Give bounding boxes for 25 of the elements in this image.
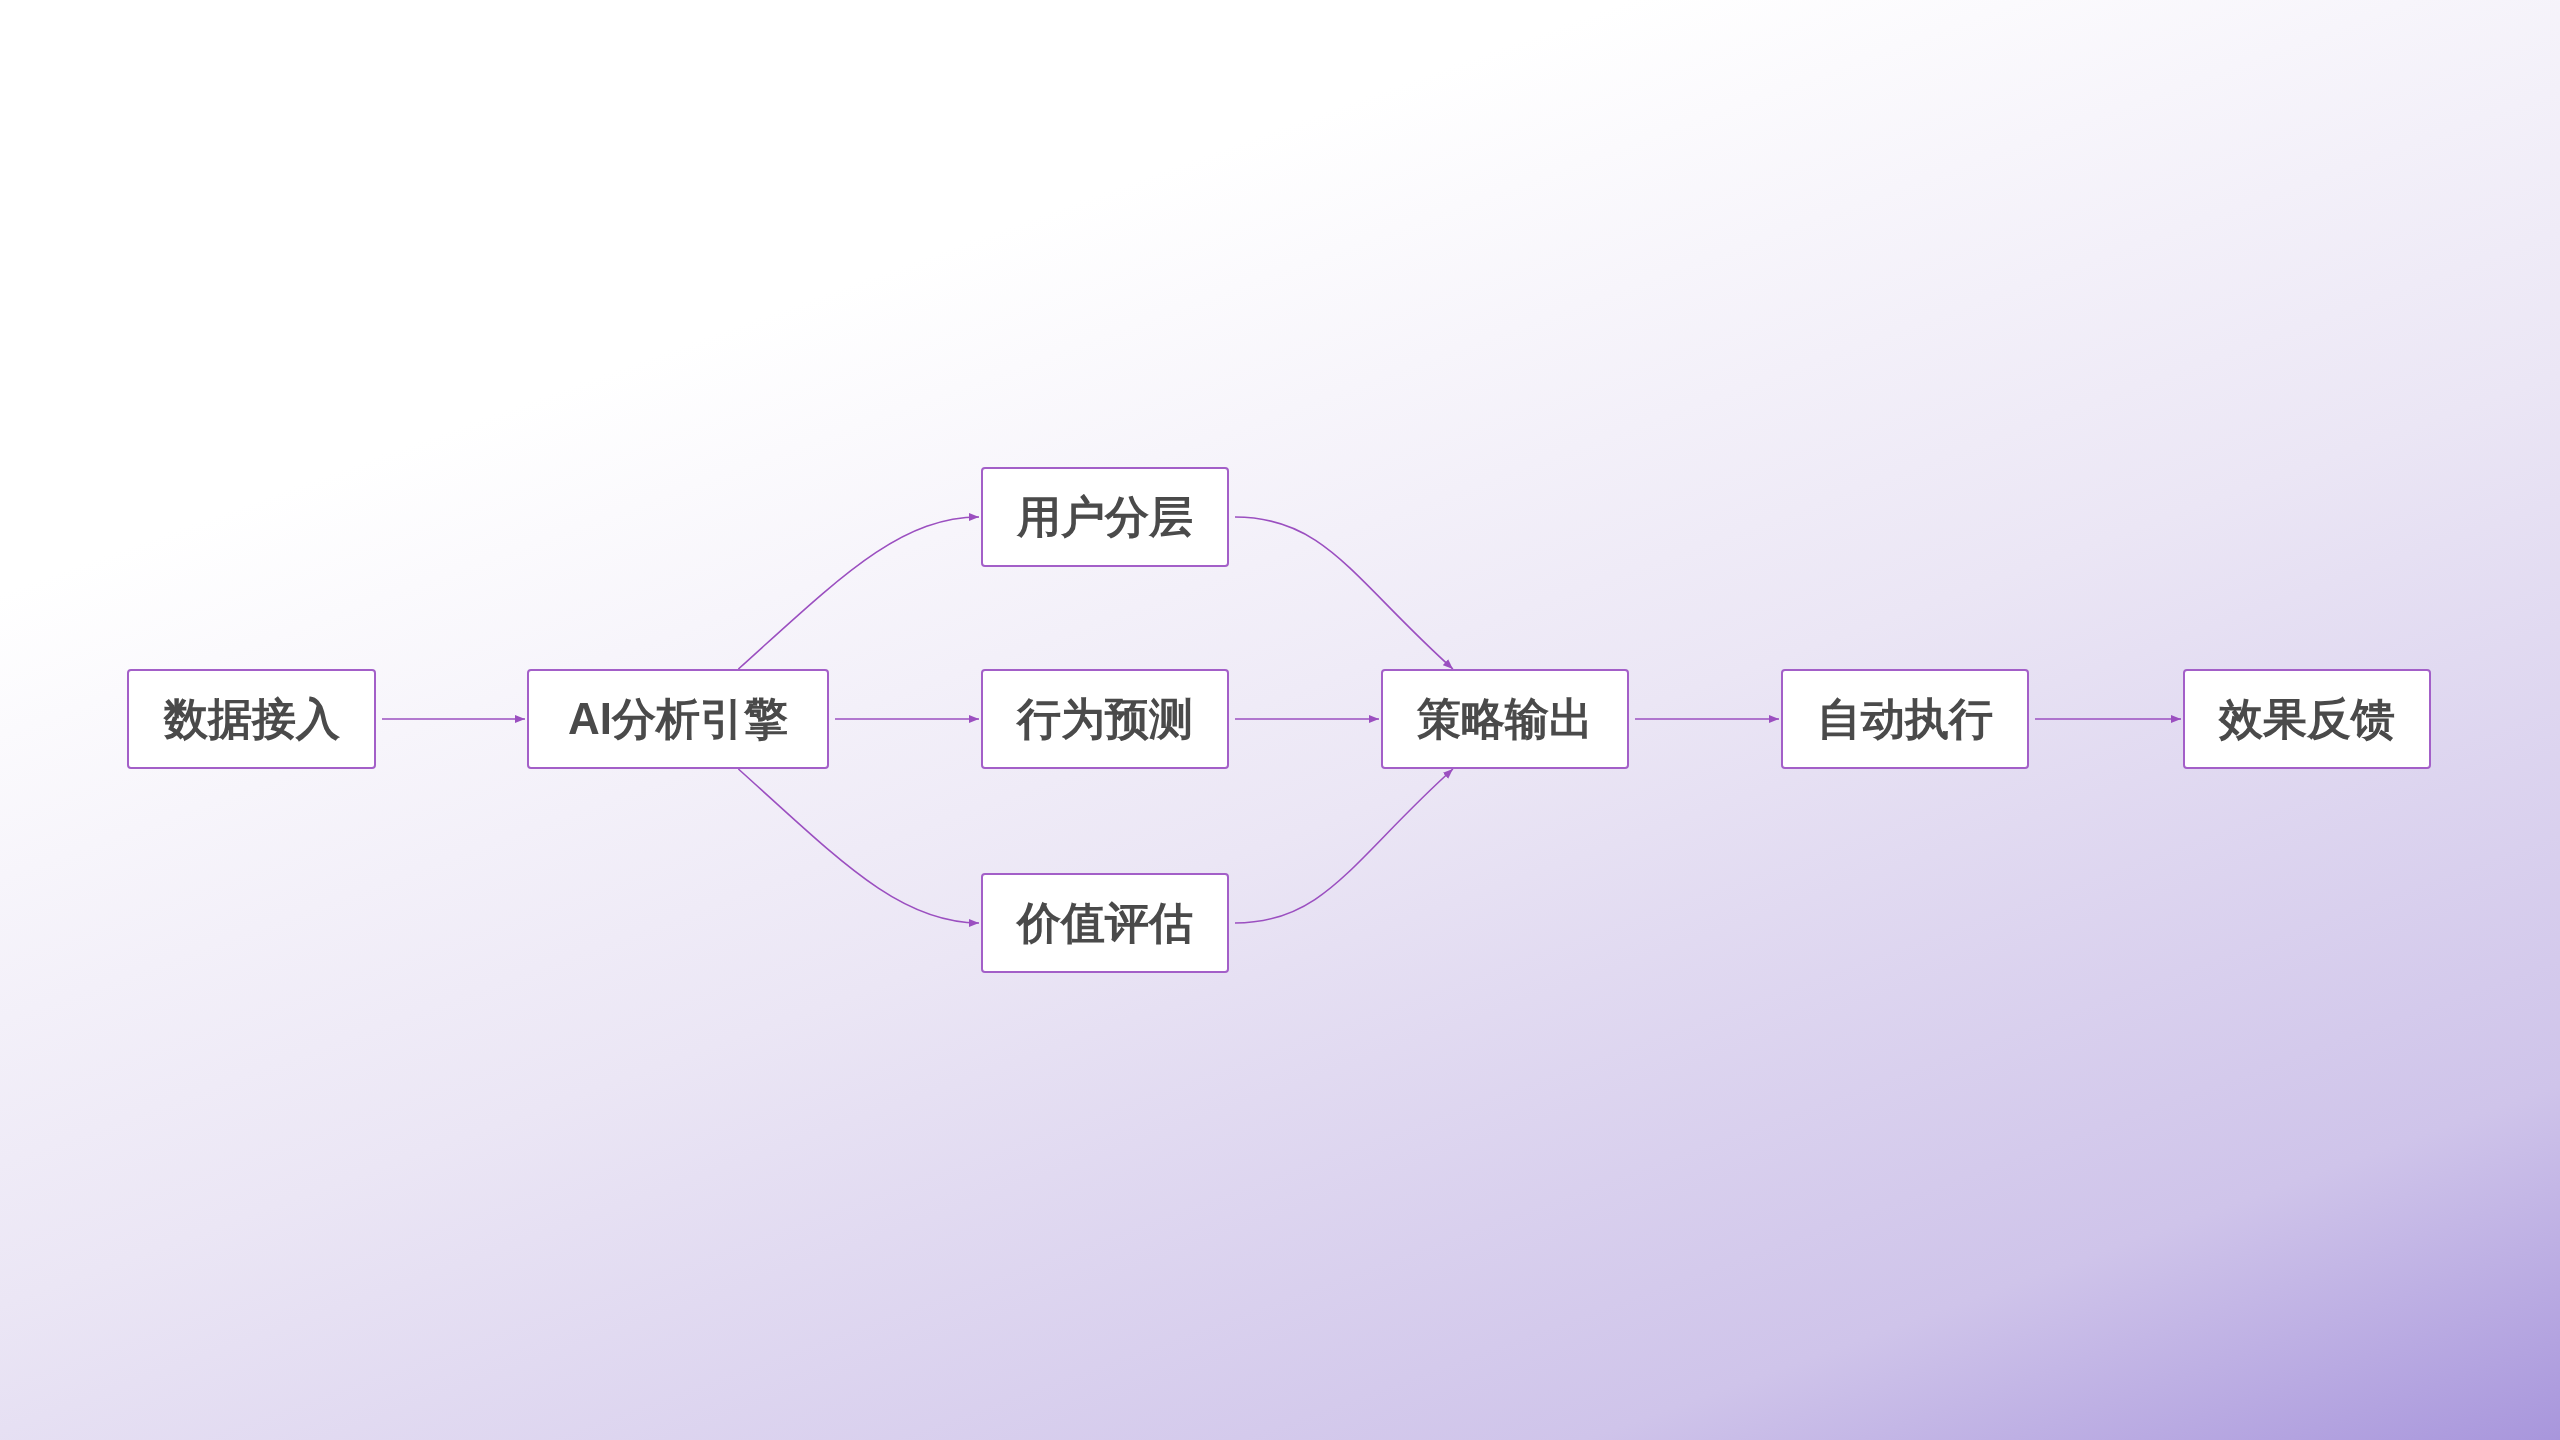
process-box — [1381, 669, 1629, 769]
arrow — [381, 715, 526, 723]
arrow — [2034, 715, 2182, 723]
box-label: 策略输出 — [1417, 693, 1593, 745]
arrow — [1234, 715, 1380, 723]
box-label: 效果反馈 — [2219, 693, 2395, 745]
box-label: 数据接入 — [163, 693, 340, 745]
arrow — [737, 513, 980, 670]
box-label: 行为预测 — [1017, 693, 1193, 745]
box-label: 用户分层 — [1017, 491, 1193, 543]
process-box — [1781, 669, 2029, 769]
process-box — [127, 669, 376, 769]
arrow — [1634, 715, 1780, 723]
process-box — [981, 669, 1229, 769]
box-label: AI分析引擎 — [568, 693, 788, 745]
arrow — [737, 768, 980, 927]
arrow — [1234, 768, 1454, 924]
arrow — [834, 715, 980, 723]
process-box — [527, 669, 829, 769]
process-box — [981, 467, 1229, 567]
process-box — [981, 873, 1229, 973]
box-label: 自动执行 — [1817, 693, 1993, 745]
arrow — [1234, 516, 1454, 670]
box-label: 价值评估 — [1017, 897, 1193, 949]
process-box — [2183, 669, 2431, 769]
